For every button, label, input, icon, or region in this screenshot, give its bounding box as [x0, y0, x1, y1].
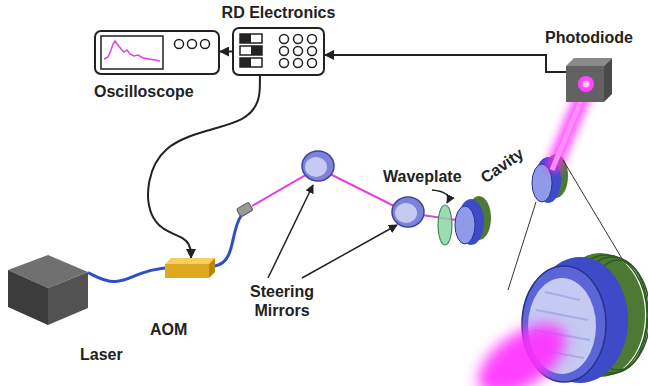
detector-spot-core [583, 81, 590, 88]
leader-line [432, 190, 448, 203]
zoom-line [508, 202, 536, 290]
output-light [466, 310, 578, 386]
component-label: Waveplate [383, 167, 462, 186]
aom-node: AOM [165, 258, 215, 278]
device-drawing [165, 258, 215, 278]
switch [240, 34, 262, 43]
laser-node: Laser [8, 250, 88, 325]
signal-cable [325, 55, 566, 72]
knob [280, 47, 289, 56]
device-drawing [8, 250, 88, 325]
mirror-face [532, 164, 552, 202]
oscilloscope-screen [101, 36, 163, 69]
switch-lever [240, 58, 251, 67]
electronics-node: RD Electronics [232, 27, 325, 76]
knob [280, 59, 289, 68]
device-label: Laser [80, 345, 123, 364]
knob [308, 47, 317, 56]
mirror-face [455, 206, 475, 244]
switch [240, 46, 262, 55]
optical-fiber [88, 268, 165, 282]
leader-line [268, 185, 313, 278]
device-label: Oscilloscope [94, 82, 194, 101]
electronics-box [233, 28, 324, 75]
knob [201, 40, 210, 49]
device-label: AOM [150, 320, 187, 339]
photodiode-top [566, 58, 612, 66]
device-label: RD Electronics [222, 3, 336, 22]
device-drawing [232, 27, 325, 76]
mirror-face [395, 203, 417, 223]
device-drawing [566, 58, 612, 102]
knob [294, 47, 303, 56]
device-drawing [94, 30, 220, 75]
knob [280, 35, 289, 44]
knob [294, 59, 303, 68]
component-label: Cavity [477, 144, 527, 187]
device-label: Photodiode [545, 28, 633, 47]
switch-lever [251, 46, 262, 55]
oscilloscope-node: Oscilloscope [94, 30, 220, 75]
knob [175, 40, 184, 49]
waveplate [438, 205, 452, 245]
component-label: Steering Mirrors [238, 282, 326, 320]
detector-spot [578, 76, 594, 92]
knob [188, 40, 197, 49]
knob [308, 59, 317, 68]
laser-side [8, 270, 48, 325]
oscilloscope-body [95, 31, 219, 74]
laser-side [48, 272, 88, 325]
steering-mirror [392, 197, 424, 227]
coating-stripe [536, 310, 588, 320]
switch [240, 58, 262, 67]
steering-mirror [302, 151, 334, 181]
mirror-face [305, 157, 327, 177]
aom-front [165, 264, 209, 278]
switch-lever [240, 34, 251, 43]
photodiode-front [566, 66, 604, 102]
optical-fiber [215, 216, 241, 266]
signal-cable [220, 51, 232, 53]
fiber-collimator [236, 202, 253, 217]
laser-beam [252, 168, 470, 222]
aom-side [209, 258, 215, 278]
leader-line [302, 225, 397, 278]
photodiode-side [604, 58, 612, 102]
knob [308, 35, 317, 44]
ringdown-trace [104, 41, 160, 61]
photodiode-node: Photodiode [566, 58, 612, 102]
coating-stripe [545, 292, 580, 300]
knob [294, 35, 303, 44]
control-cable [148, 76, 260, 258]
aom-top [165, 258, 215, 264]
